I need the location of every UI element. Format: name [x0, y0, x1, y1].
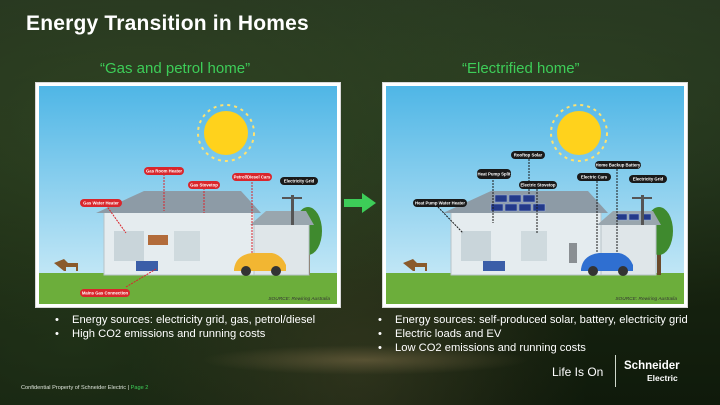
bullet-item: Electric loads and EV — [378, 327, 688, 341]
battery-icon — [569, 243, 577, 263]
brand-tagline: Life Is On — [552, 365, 604, 379]
electric-cars-label: Electric Cars — [581, 175, 608, 180]
right-source-caption: SOURCE: Rewiring Australia — [615, 296, 677, 302]
right-electricity-grid-label: Electricity Grid — [633, 177, 664, 182]
electric-car-icon — [581, 253, 633, 276]
page-number: Page 2 — [130, 385, 149, 391]
heat-pump-water-heater-label: Heat Pump Water Heater — [415, 201, 465, 206]
solar-panel-icon — [490, 194, 546, 212]
electrified-home-illustration: Rooftop Solar Home Backup Battery Heat P… — [382, 82, 688, 308]
gas-home-bullets: Energy sources: electricity grid, gas, p… — [55, 313, 315, 341]
confidential-text: Confidential Property of Schneider Elect… — [21, 385, 130, 391]
brand-name-line2: Electric — [647, 373, 678, 383]
sun-icon — [197, 104, 255, 162]
arrow-right-icon — [344, 193, 376, 213]
mains-gas-connection-label: Mains Gas Connection — [82, 291, 129, 296]
right-panel-heading: “Electrified home” — [462, 60, 580, 77]
home-backup-battery-label: Home Backup Battery — [596, 163, 641, 168]
electricity-pole-icon — [282, 195, 302, 225]
electricity-pole-icon — [632, 195, 652, 225]
bullet-item: Energy sources: self-produced solar, bat… — [378, 313, 688, 327]
bullet-item: Low CO2 emissions and running costs — [378, 341, 688, 355]
petrol-diesel-cars-label: Petrol/Diesel Cars — [234, 175, 271, 180]
sun-icon — [550, 104, 608, 162]
rooftop-solar-label: Rooftop Solar — [514, 153, 543, 158]
heat-pump-split-label: Heat Pump Split — [478, 172, 512, 177]
gas-stovetop-label: Gas Stovetop — [190, 183, 218, 188]
dog-icon — [54, 259, 78, 271]
gas-water-heater-label: Gas Water Heater — [83, 201, 119, 206]
footer-confidential: Confidential Property of Schneider Elect… — [21, 385, 148, 391]
gas-room-heater-label: Gas Room Heater — [146, 169, 182, 174]
dog-icon — [403, 259, 427, 271]
gas-home-illustration: Gas Room Heater Gas Stovetop Petrol/Dies… — [35, 82, 341, 308]
petrol-car-icon — [234, 253, 286, 276]
brand-logo: Life Is On Schneider Electric — [552, 355, 712, 389]
left-source-caption: SOURCE: Rewiring Australia — [268, 296, 330, 302]
electric-stovetop-label: Electric Stovetop — [520, 183, 555, 188]
electrified-home-bullets: Energy sources: self-produced solar, bat… — [378, 313, 688, 355]
bullet-item: Energy sources: electricity grid, gas, p… — [55, 313, 315, 327]
brand-name-line1: Schneider — [624, 360, 680, 372]
left-panel-heading: “Gas and petrol home” — [100, 60, 251, 77]
left-electricity-grid-label: Electricity Grid — [284, 179, 315, 184]
bullet-item: High CO2 emissions and running costs — [55, 327, 315, 341]
slide-title: Energy Transition in Homes — [26, 12, 309, 35]
brand-divider — [615, 355, 616, 387]
